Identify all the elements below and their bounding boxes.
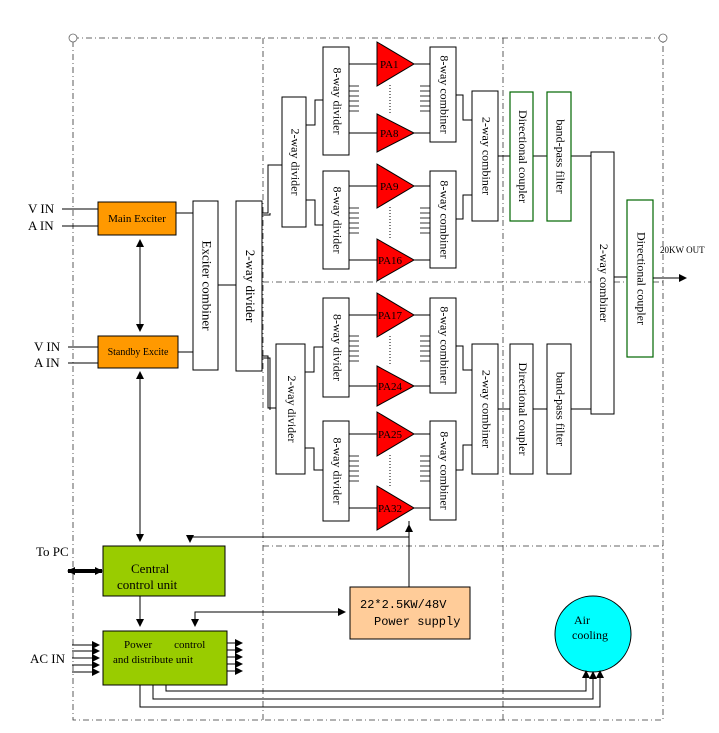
final-2way-combiner-label: 2-way combiner [597, 244, 611, 322]
power-distribute-line1: Power control [124, 639, 205, 651]
8way-divider-2-box [322, 170, 350, 270]
lower-band-pass-filter-label: band-pass filter [553, 372, 567, 446]
8way-divider-1-box [322, 46, 350, 156]
lower-directional-coupler-box [509, 343, 534, 475]
exciter-divider-label: 2-way divider [243, 250, 258, 323]
exciter-divider-box [235, 200, 263, 372]
corner-handle-left [68, 33, 78, 43]
pa9-label: PA9 [380, 181, 399, 193]
upper-directional-coupler-box [509, 91, 534, 222]
final-directional-coupler-label: Directional coupler [634, 232, 648, 325]
central-control-line2: control unit [117, 577, 178, 592]
supply-to-power-unit-arrow [191, 608, 346, 627]
main-v-in-label: V IN [28, 201, 55, 216]
upper-band-pass-filter-box [546, 91, 572, 222]
pa-monitor-arrow [186, 521, 410, 543]
lower-directional-coupler-label: Directional coupler [516, 363, 530, 456]
pa24-label: PA24 [378, 381, 403, 393]
lower-2way-divider-box [275, 343, 306, 475]
pa8-label: PA8 [380, 128, 399, 140]
pa32-label: PA32 [378, 503, 402, 515]
final-directional-coupler-box [626, 199, 654, 358]
upper-2way-combiner-label: 2-way combiner [479, 117, 493, 195]
central-control-unit-box [102, 545, 226, 597]
8way-combiner-1-box [429, 46, 457, 143]
central-control-line1: Central [131, 561, 170, 576]
eight-way-dividers: 8-way divider 8-way divider 8-way divide… [322, 46, 350, 522]
pa32-amplifier [376, 485, 415, 531]
corner-handle-right [658, 33, 668, 43]
8way-divider-3-box [322, 297, 350, 398]
air-cooling-line2: cooling [572, 628, 608, 642]
pa1-amplifier [376, 41, 415, 87]
ac-in-label: AC IN [30, 651, 66, 666]
8way-combiner-4-box [429, 420, 457, 521]
pa25-label: PA25 [378, 429, 403, 441]
air-cooling-line1: Air [574, 613, 590, 627]
exciter-combiner-label: Exciter combiner [200, 241, 215, 332]
8way-combiner-3-label: 8-way combiner [437, 306, 451, 384]
main-exciter-label: Main Exciter [108, 213, 166, 225]
power-output-lines [227, 639, 243, 675]
upper-2way-divider-box [281, 96, 307, 228]
pa-group: PA1 PA8 PA9 PA16 PA17 PA24 PA25 PA32 [376, 41, 416, 531]
pa9-amplifier [376, 163, 415, 209]
upper-directional-coupler-label: Directional coupler [516, 110, 530, 203]
pa16-label: PA16 [378, 255, 403, 267]
main-exciter-box [97, 201, 177, 236]
8way-divider-4-label: 8-way divider [330, 438, 344, 505]
pa17-label: PA17 [378, 310, 403, 322]
power-supply-line2: Power supply [374, 615, 460, 629]
8way-combiner-4-label: 8-way combiner [437, 431, 451, 509]
pa16-amplifier [376, 238, 416, 282]
pa8-amplifier [376, 113, 416, 153]
cooling-feed-lines [139, 670, 604, 708]
ac-input-lines [72, 641, 100, 676]
8way-divider-4-box [322, 420, 350, 522]
power-supply-line1: 22*2.5KW/48V [360, 598, 447, 612]
pa24-amplifier [376, 365, 416, 407]
standby-a-in-label: A IN [34, 355, 60, 370]
upper-band-pass-filter-label: band-pass filter [553, 119, 567, 193]
power-distribute-unit-box [102, 630, 228, 686]
to-pc-label: To PC [36, 544, 69, 559]
standby-v-in-label: V IN [34, 339, 61, 354]
pa25-amplifier [376, 411, 415, 457]
upper-2way-divider-label: 2-way divider [288, 129, 302, 196]
8way-combiner-3-box [429, 297, 457, 394]
8way-divider-3-label: 8-way divider [330, 314, 344, 381]
lower-2way-combiner-box [471, 343, 499, 475]
8way-divider-1-label: 8-way divider [330, 68, 344, 135]
final-2way-combiner-box [590, 151, 615, 415]
lower-band-pass-filter-box [546, 343, 572, 475]
rf-output-label: 20KW OUT [660, 245, 705, 255]
8way-divider-2-label: 8-way divider [330, 187, 344, 254]
enclosure-frame [72, 37, 664, 721]
lower-2way-divider-label: 2-way divider [285, 376, 299, 443]
pa1-label: PA1 [380, 59, 399, 71]
standby-exciter-label: Standby Excite [108, 347, 169, 358]
lower-2way-combiner-label: 2-way combiner [479, 370, 493, 448]
power-distribute-line2: and distribute unit [113, 654, 193, 666]
main-a-in-label: A IN [28, 218, 54, 233]
8way-combiner-1-label: 8-way combiner [437, 55, 451, 133]
exciter-combiner-box [192, 200, 219, 371]
standby-exciter-box [97, 335, 179, 369]
port-ticks [349, 85, 430, 482]
8way-combiner-2-label: 8-way combiner [437, 180, 451, 258]
pa17-amplifier [376, 292, 415, 338]
eight-way-combiners: 8-way combiner 8-way combiner 8-way comb… [429, 46, 457, 521]
power-supply-box [349, 586, 471, 640]
